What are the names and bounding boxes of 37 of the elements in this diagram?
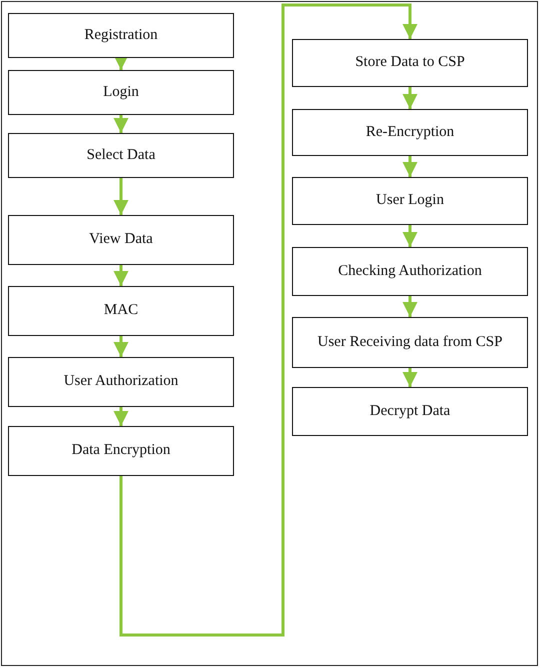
step-label: Decrypt Data (370, 402, 450, 420)
arrow (114, 178, 128, 215)
process-box (8, 133, 234, 178)
process-box (8, 70, 234, 115)
arrow (402, 225, 418, 247)
process-box (8, 426, 234, 476)
process-box (292, 177, 528, 225)
step-label: User Login (376, 192, 444, 210)
process-box (292, 317, 528, 368)
step-label: Data Encryption (72, 442, 170, 460)
step-label: Registration (84, 26, 158, 44)
step-label: User Authorization (64, 373, 178, 391)
process-box (8, 215, 234, 265)
step-label: Select Data (86, 146, 156, 164)
arrow (114, 336, 128, 357)
process-box (292, 247, 528, 296)
arrow (402, 87, 418, 109)
step-label: Login (103, 84, 139, 102)
arrow (114, 115, 128, 133)
arrow (402, 368, 418, 387)
process-box (8, 286, 234, 336)
process-box (292, 109, 528, 156)
step-label: Re-Encryption (366, 124, 454, 142)
arrow (114, 407, 128, 426)
step-label: User Receiving data from CSP (318, 334, 502, 352)
process-box (8, 13, 234, 58)
arrow (114, 265, 128, 286)
step-label: View Data (89, 231, 153, 249)
process-box (292, 39, 528, 87)
process-box (8, 357, 234, 407)
arrow (120, 4, 418, 636)
arrow (402, 156, 418, 177)
step-label: MAC (104, 302, 138, 320)
step-label: Checking Authorization (338, 262, 482, 280)
step-label: Store Data to CSP (355, 54, 465, 72)
process-box (292, 387, 528, 436)
arrow (402, 296, 418, 317)
